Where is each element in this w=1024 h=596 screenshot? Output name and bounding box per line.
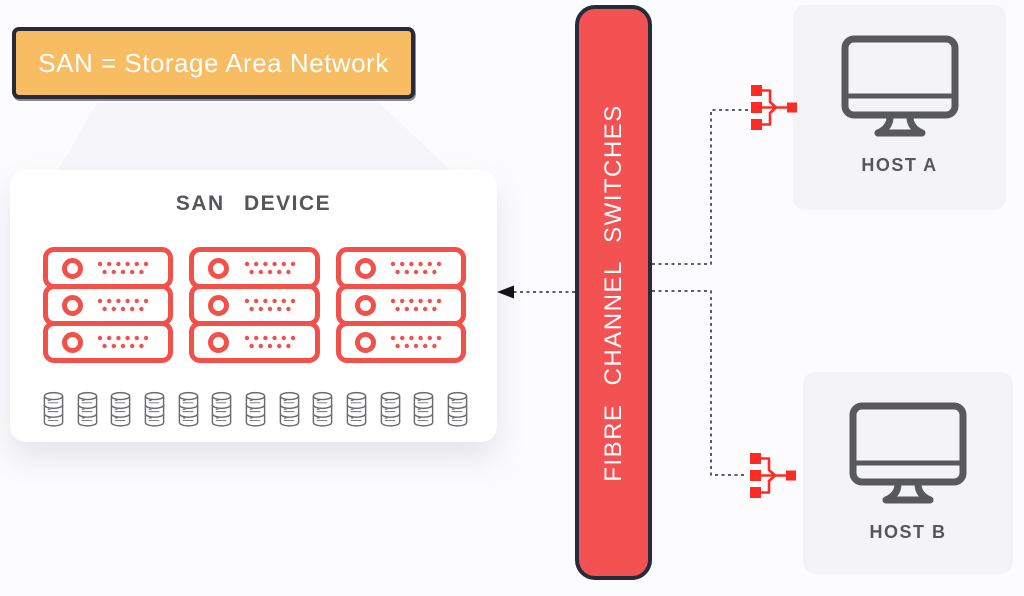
switch-to-host-b-link [652, 290, 747, 476]
server-vent-dots-icon [98, 335, 149, 349]
server-rack-unit-icon [189, 321, 320, 363]
server-led-circle-icon [354, 257, 376, 279]
server-vent-dots-icon [98, 261, 149, 275]
server-stack [43, 247, 174, 363]
database-cylinder-icon [380, 391, 400, 427]
banner-projection-beam [58, 103, 450, 170]
server-led-circle-icon [208, 257, 230, 279]
database-cylinder-icon [110, 391, 131, 427]
server-grid [43, 247, 466, 363]
server-vent-dots-icon [390, 298, 442, 312]
switch-fanout-icon [750, 453, 796, 498]
host-a-label: HOST A [861, 155, 938, 175]
server-vent-dots-icon [244, 298, 295, 312]
server-vent-dots-icon [390, 261, 442, 275]
server-stack [189, 247, 320, 363]
server-vent-dots-icon [98, 298, 149, 312]
server-rack-unit-icon [335, 321, 466, 363]
database-cylinder-icon [245, 391, 266, 427]
database-cylinder-icon [279, 391, 299, 427]
desktop-monitor-icon [849, 402, 967, 504]
disk-row [42, 391, 469, 428]
server-led-circle-icon [62, 294, 83, 316]
arrow-head-left-icon [497, 285, 514, 299]
server-led-circle-icon [208, 294, 230, 316]
database-cylinder-icon [144, 391, 165, 427]
server-rack-unit-icon [189, 284, 320, 326]
server-led-circle-icon [354, 331, 376, 353]
switch-fanout-icon [751, 85, 797, 130]
server-rack-unit-icon [335, 247, 466, 289]
server-vent-dots-icon [244, 261, 295, 275]
host-a-card: HOST A [793, 5, 1006, 210]
database-cylinder-icon [77, 391, 97, 427]
banner-label: SAN = Storage Area Network [38, 47, 389, 78]
server-rack-unit-icon [43, 247, 174, 289]
server-rack-unit-icon [43, 321, 174, 363]
san-device-title: SAN DEVICE [175, 192, 332, 215]
server-stack [335, 247, 466, 363]
server-rack-unit-icon [189, 247, 320, 289]
server-led-circle-icon [208, 331, 230, 353]
server-led-circle-icon [62, 257, 83, 279]
server-led-circle-icon [62, 331, 83, 353]
san-device-card: SAN DEVICE [10, 170, 497, 442]
database-cylinder-icon [211, 391, 232, 427]
fibre-channel-switches-bar: FIBRE CHANNEL SWITCHES [575, 5, 652, 580]
database-cylinder-icon [346, 391, 367, 427]
server-led-circle-icon [354, 294, 376, 316]
switch-to-host-a-link [652, 109, 748, 265]
title-banner: SAN = Storage Area Network [12, 27, 415, 99]
server-vent-dots-icon [390, 335, 442, 349]
database-cylinder-icon [413, 391, 434, 427]
server-rack-unit-icon [335, 284, 466, 326]
database-cylinder-icon [43, 391, 64, 427]
host-b-label: HOST B [869, 522, 947, 542]
fibre-channel-switches-label: FIBRE CHANNEL SWITCHES [599, 103, 627, 482]
host-b-card: HOST B [803, 372, 1013, 574]
database-cylinder-icon [312, 391, 333, 427]
desktop-monitor-icon [841, 35, 958, 137]
database-cylinder-icon [178, 391, 198, 427]
server-vent-dots-icon [244, 335, 295, 349]
server-rack-unit-icon [43, 284, 174, 326]
database-cylinder-icon [447, 391, 468, 427]
